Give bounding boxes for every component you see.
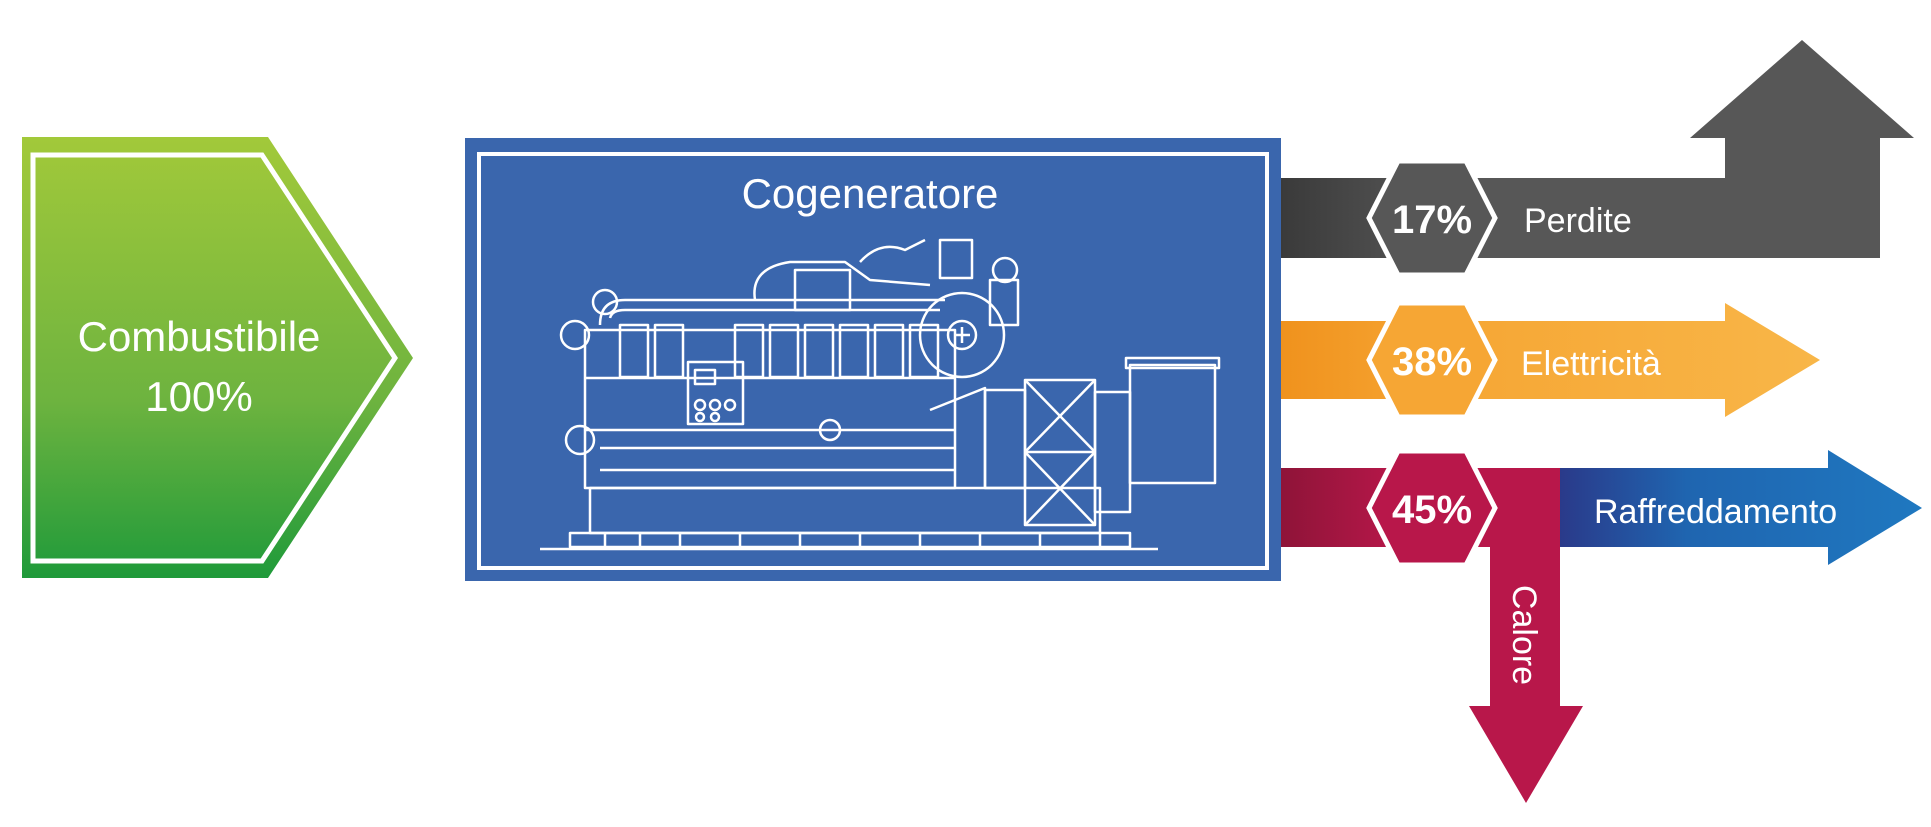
- input-arrow-combustibile: Combustibile 100%: [22, 137, 413, 578]
- label-raffreddamento: Raffreddamento: [1594, 493, 1837, 531]
- label-perdite: Perdite: [1524, 202, 1632, 240]
- badge-calore: 45%: [1366, 448, 1498, 568]
- engine-generator-blueprint-icon: [540, 238, 1221, 551]
- input-value: 100%: [145, 373, 252, 420]
- cogenerator-unit: Cogeneratore: [465, 138, 1281, 581]
- output-arrow-calore: [1280, 468, 1583, 803]
- label-elettricita: Elettricità: [1521, 345, 1661, 383]
- label-calore: Calore: [1505, 585, 1543, 685]
- badge-perdite: 17%: [1366, 158, 1498, 278]
- badge-elettricita-value: 38%: [1392, 340, 1472, 384]
- output-arrow-raffreddamento: [1560, 450, 1922, 565]
- badge-perdite-value: 17%: [1392, 198, 1472, 242]
- unit-title: Cogeneratore: [742, 170, 999, 217]
- badge-elettricita: 38%: [1366, 300, 1498, 420]
- badge-calore-value: 45%: [1392, 488, 1472, 532]
- input-label: Combustibile: [78, 313, 321, 360]
